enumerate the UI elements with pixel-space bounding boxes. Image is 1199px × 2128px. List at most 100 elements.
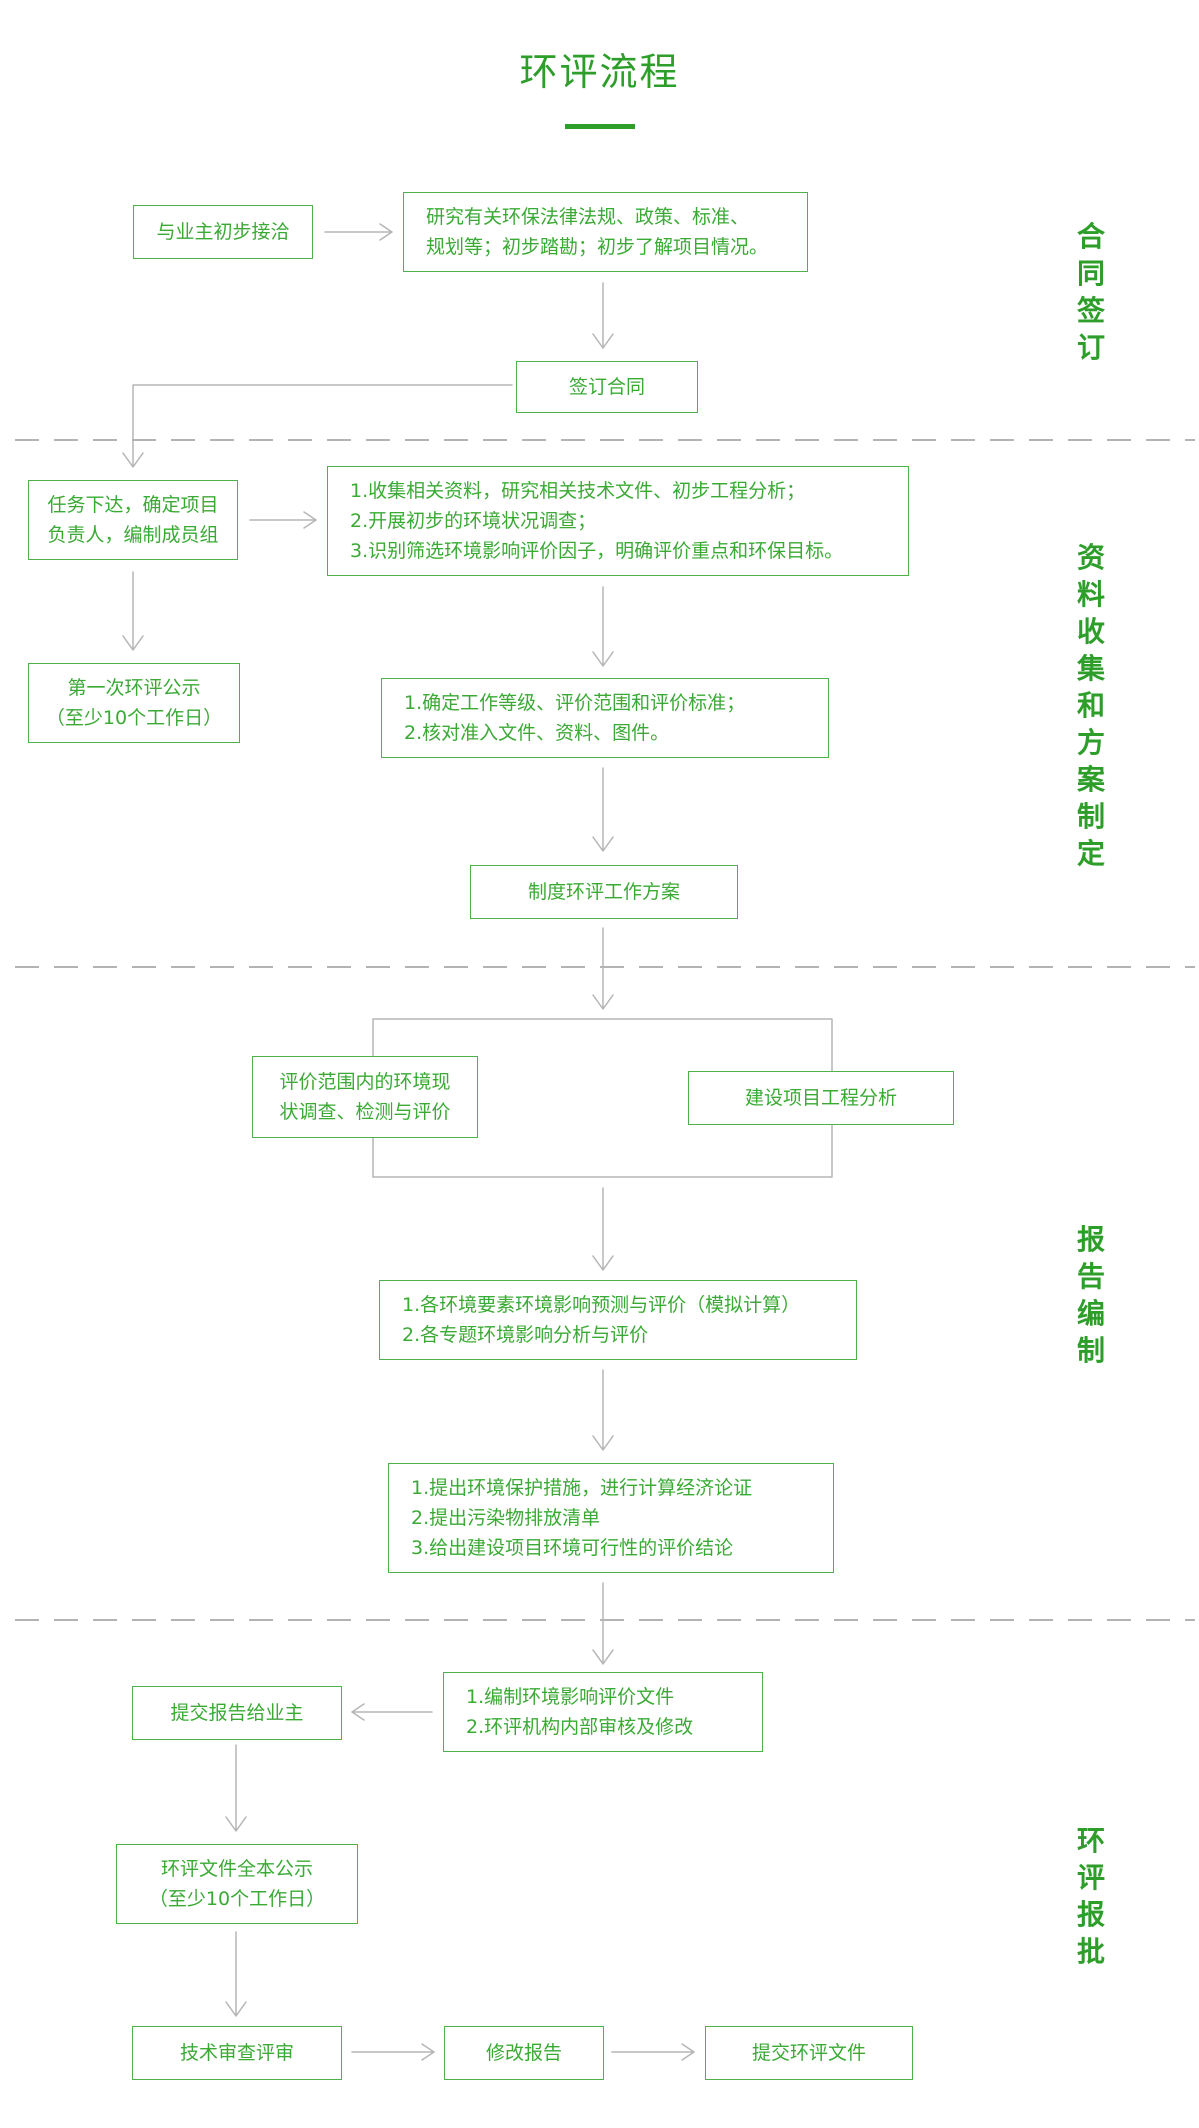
flow-step-line: 2.开展初步的环境状况调查； [350, 510, 597, 532]
flow-step-line: 第一次环评公示 [67, 677, 201, 699]
section-label-report: 报告编制 [1071, 1221, 1111, 1369]
section-label-char: 订 [1076, 331, 1105, 364]
flow-step-line: 修改报告 [485, 2042, 562, 2064]
page-title: 环评流程 [519, 50, 680, 94]
flow-step-first-publicity: 第一次环评公示 （至少10个工作日） [28, 663, 240, 743]
connector-arrow [351, 1703, 433, 1721]
flow-step-line: 1.收集相关资料，研究相关技术文件、初步工程分析； [350, 480, 806, 502]
section-label-char: 同 [1076, 257, 1105, 290]
flow-step-line: 1.提出环境保护措施，进行计算经济论证 [411, 1477, 753, 1499]
connector-arrow [611, 2043, 695, 2061]
flow-step-line: 1.各环境要素环境影响预测与评价（模拟计算） [402, 1294, 801, 1316]
section-label-char: 评 [1076, 1861, 1105, 1894]
flow-step-text: 第一次环评公示 （至少10个工作日） [46, 673, 222, 733]
flow-step-line: 建设项目工程分析 [744, 1087, 897, 1109]
section-label-char: 制 [1076, 1334, 1105, 1367]
flow-step-text: 环评文件全本公示 （至少10个工作日） [149, 1854, 325, 1914]
flow-step-technical-review: 技术审查评审 [132, 2026, 342, 2080]
connector-arrow [324, 223, 393, 241]
flow-step-line: 提交环评文件 [751, 2042, 866, 2064]
section-label-char: 方 [1076, 726, 1105, 759]
flow-step-text: 与业主初步接洽 [156, 217, 289, 247]
section-label-char: 编 [1076, 1297, 1105, 1330]
connector-arrow [592, 767, 614, 852]
title-underline [565, 124, 635, 129]
section-label-char: 报 [1076, 1898, 1105, 1931]
flow-step-submit-eia: 提交环评文件 [705, 2026, 913, 2080]
flow-step-text: 研究有关环保法律法规、政策、标准、规划等；初步踏勘；初步了解项目情况。 [426, 202, 768, 262]
section-label-char: 料 [1076, 578, 1105, 611]
section-label-contract: 合同签订 [1071, 218, 1111, 366]
section-label-char: 资 [1076, 541, 1105, 574]
flow-step-text: 提交环评文件 [752, 2038, 866, 2068]
flow-step-collect-data: 1.收集相关资料，研究相关技术文件、初步工程分析； 2.开展初步的环境状况调查； 3… [327, 466, 909, 576]
flow-step-text: 技术审查评审 [180, 2038, 294, 2068]
flow-step-line: 研究有关环保法律法规、政策、标准、 [426, 206, 750, 228]
flow-step-compile-report: 1.编制环境影响评价文件 2.环评机构内部审核及修改 [443, 1672, 763, 1752]
flow-step-full-publicity: 环评文件全本公示 （至少10个工作日） [116, 1844, 358, 1924]
flow-step-line: 3.给出建设项目环境可行性的评价结论 [411, 1537, 734, 1559]
section-label-char: 定 [1076, 837, 1105, 870]
connector-arrow [225, 1744, 247, 1832]
flow-step-assign-task: 任务下达，确定项目负责人，编制成员组 [28, 480, 238, 560]
flow-step-line: 状调查、检测与评价 [279, 1101, 451, 1123]
connector-arrow [592, 1187, 614, 1271]
flow-step-line: 环评文件全本公示 [160, 1858, 313, 1880]
connector-arrow [592, 1369, 614, 1451]
flow-step-text: 制度环评工作方案 [528, 877, 680, 907]
connector-arrow [592, 1582, 614, 1665]
section-label-char: 和 [1076, 689, 1105, 722]
flow-step-impact-prediction: 1.各环境要素环境影响预测与评价（模拟计算） 2.各专题环境影响分析与评价 [379, 1280, 857, 1360]
flow-step-line: 2.环评机构内部审核及修改 [466, 1716, 694, 1738]
connector-arrow [351, 2043, 435, 2061]
flow-step-initial-contact: 与业主初步接洽 [133, 205, 313, 259]
connector-arrow [249, 511, 317, 529]
connector-arrow [225, 1931, 247, 2017]
flow-step-line: 规划等；初步踏勘；初步了解项目情况。 [426, 236, 769, 258]
flow-step-submit-to-owner: 提交报告给业主 [132, 1686, 342, 1740]
flow-step-line: 3.识别筛选环境影响评价因子，明确评价重点和环保目标。 [350, 540, 844, 562]
section-label-char: 报 [1076, 1223, 1105, 1256]
flow-step-text: 建设项目工程分析 [745, 1083, 897, 1113]
flow-step-text: 1.确定工作等级、评价范围和评价标准； 2.核对准入文件、资料、图件。 [404, 688, 745, 748]
flow-step-text: 1.收集相关资料，研究相关技术文件、初步工程分析； 2.开展初步的环境状况调查； 3… [350, 476, 843, 566]
flow-step-text: 提交报告给业主 [170, 1698, 303, 1728]
section-label-char: 收 [1076, 615, 1105, 648]
flow-step-determine-level: 1.确定工作等级、评价范围和评价标准； 2.核对准入文件、资料、图件。 [381, 678, 829, 758]
flow-step-line: 签订合同 [568, 376, 645, 398]
flow-step-line: 制度环评工作方案 [527, 881, 680, 903]
section-label-planning: 资料收集和方案制定 [1071, 539, 1111, 872]
flow-step-text: 1.各环境要素环境影响预测与评价（模拟计算） 2.各专题环境影响分析与评价 [402, 1290, 800, 1350]
flow-step-revise-report: 修改报告 [444, 2026, 604, 2080]
flow-step-text: 评价范围内的环境现状调查、检测与评价 [279, 1067, 450, 1127]
section-label-char: 签 [1076, 294, 1105, 327]
flow-step-line: （至少10个工作日） [148, 1888, 326, 1910]
section-label-char: 合 [1076, 220, 1105, 253]
flow-step-line: 负责人，编制成员组 [47, 524, 219, 546]
flow-step-work-plan: 制度环评工作方案 [470, 865, 738, 919]
section-label-char: 告 [1076, 1260, 1105, 1293]
flow-step-line: 任务下达，确定项目 [47, 494, 219, 516]
flow-step-research-regulations: 研究有关环保法律法规、政策、标准、规划等；初步踏勘；初步了解项目情况。 [403, 192, 808, 272]
connector-arrow [592, 586, 614, 667]
flow-step-text: 签订合同 [569, 372, 645, 402]
flow-step-line: 1.确定工作等级、评价范围和评价标准； [404, 692, 746, 714]
flow-step-line: （至少10个工作日） [45, 707, 223, 729]
section-label-char: 案 [1076, 763, 1105, 796]
connector-arrow [122, 571, 144, 651]
flow-step-text: 1.提出环境保护措施，进行计算经济论证 2.提出污染物排放清单 3.给出建设项目环境… [411, 1473, 752, 1563]
flow-step-line: 技术审查评审 [179, 2042, 294, 2064]
flow-step-line: 1.编制环境影响评价文件 [466, 1686, 675, 1708]
flow-step-line: 与业主初步接洽 [156, 221, 290, 243]
section-label-char: 集 [1076, 652, 1105, 685]
flow-step-line: 2.各专题环境影响分析与评价 [402, 1324, 649, 1346]
flow-step-line: 2.核对准入文件、资料、图件。 [404, 722, 670, 744]
flow-step-line: 提交报告给业主 [170, 1702, 304, 1724]
connector-arrow [592, 927, 614, 1010]
connector-arrow [122, 384, 513, 468]
section-label-char: 批 [1076, 1935, 1105, 1968]
flow-step-line: 2.提出污染物排放清单 [411, 1507, 601, 1529]
section-label-char: 环 [1076, 1824, 1105, 1857]
connector-arrow [592, 282, 614, 349]
flow-step-engineering-analysis: 建设项目工程分析 [688, 1071, 954, 1125]
